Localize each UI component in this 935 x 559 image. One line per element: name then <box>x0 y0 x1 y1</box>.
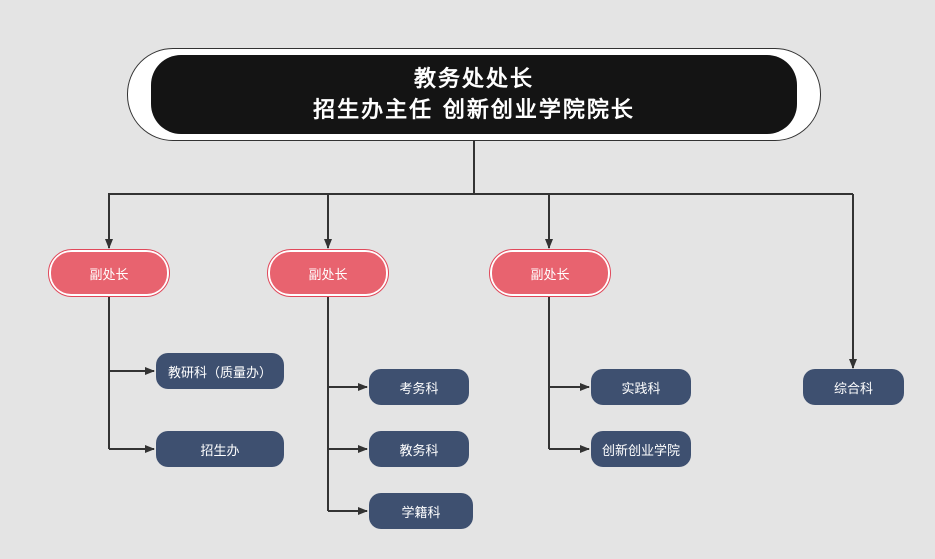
deputy-node-1: 副处长 <box>51 252 167 294</box>
unit-node-student-records: 学籍科 <box>369 493 473 529</box>
top-node-subtitle: 招生办主任 创新创业学院院长 <box>313 97 635 123</box>
unit-node-academic-affairs: 教务科 <box>369 431 469 467</box>
top-node: 教务处处长 招生办主任 创新创业学院院长 <box>151 55 797 134</box>
deputy-node-3-frame: 副处长 <box>489 249 611 297</box>
unit-node-general: 综合科 <box>803 369 904 405</box>
deputy-node-2: 副处长 <box>270 252 386 294</box>
unit-node-admissions: 招生办 <box>156 431 284 467</box>
deputy-node-3: 副处长 <box>492 252 608 294</box>
unit-node-innovation-college: 创新创业学院 <box>591 431 691 467</box>
unit-node-teaching-research: 教研科（质量办） <box>156 353 284 389</box>
unit-node-exam: 考务科 <box>369 369 469 405</box>
deputy-node-2-frame: 副处长 <box>267 249 389 297</box>
deputy-node-1-frame: 副处长 <box>48 249 170 297</box>
top-node-title: 教务处处长 <box>413 66 534 92</box>
unit-node-practice: 实践科 <box>591 369 691 405</box>
